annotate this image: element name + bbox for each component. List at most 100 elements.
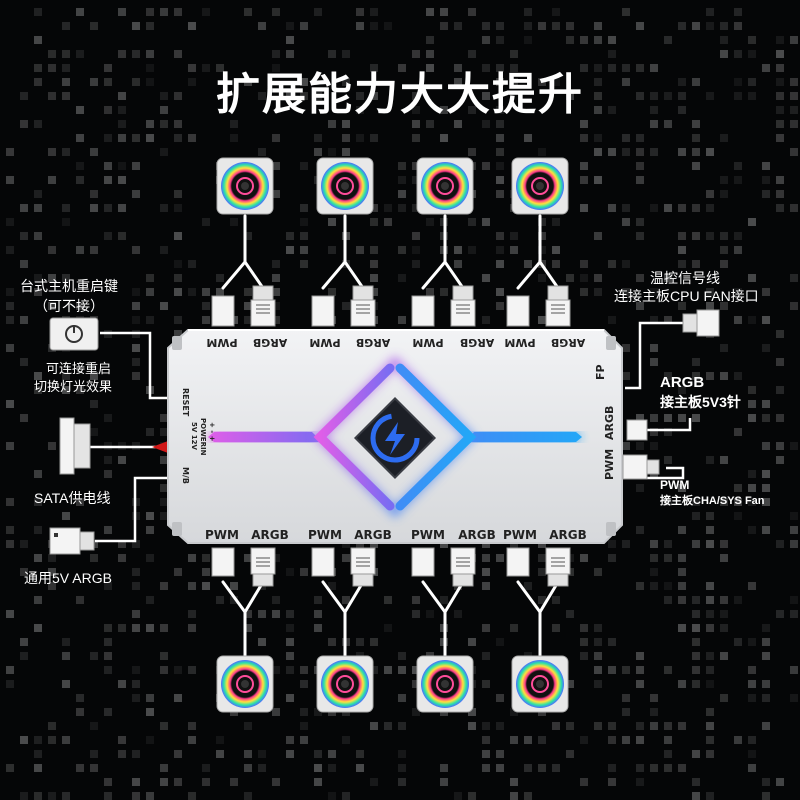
bg-square <box>636 274 644 282</box>
bg-square <box>244 792 252 800</box>
bg-square <box>104 64 112 72</box>
bg-square <box>62 372 70 380</box>
bg-square <box>286 666 294 674</box>
bg-square <box>580 162 588 170</box>
bg-square <box>678 232 686 240</box>
bg-square <box>258 610 266 618</box>
bg-square <box>608 666 616 674</box>
bg-square <box>692 120 700 128</box>
bg-square <box>286 92 294 100</box>
bg-square <box>34 498 42 506</box>
bg-square <box>244 610 252 618</box>
bg-square <box>342 736 350 744</box>
bg-square <box>412 680 420 688</box>
argb-connector-icon <box>450 547 476 575</box>
bg-square <box>62 92 70 100</box>
bg-square <box>720 540 728 548</box>
bg-square <box>188 582 196 590</box>
bg-square <box>188 260 196 268</box>
bg-square <box>510 232 518 240</box>
bg-square <box>454 246 462 254</box>
bg-square <box>6 610 14 618</box>
bg-square <box>762 190 770 198</box>
bg-square <box>6 148 14 156</box>
hub-corner-notches <box>172 336 616 536</box>
bg-square <box>20 638 28 646</box>
bg-square <box>258 148 266 156</box>
bg-square <box>468 218 476 226</box>
bg-square <box>650 442 658 450</box>
bg-square <box>62 64 70 72</box>
hub-top-port-5: PWM <box>412 336 443 349</box>
bg-square <box>104 708 112 716</box>
bg-square <box>748 526 756 534</box>
argb-connector-pins <box>551 304 565 314</box>
temp-signal-line-2: 连接主板CPU FAN接口 <box>614 288 759 304</box>
bg-square <box>356 246 364 254</box>
bg-square <box>272 554 280 562</box>
bg-square <box>706 204 714 212</box>
bg-square <box>48 442 56 450</box>
bg-square <box>510 624 518 632</box>
bg-square <box>48 554 56 562</box>
bg-square <box>776 442 784 450</box>
bg-square <box>496 78 504 86</box>
bg-square <box>174 50 182 58</box>
bg-square <box>776 540 784 548</box>
bg-square <box>706 288 714 296</box>
bg-square <box>20 792 28 800</box>
argb-connector-icon <box>350 299 376 327</box>
bg-square <box>300 232 308 240</box>
bg-square <box>692 750 700 758</box>
bg-square <box>104 204 112 212</box>
bg-square <box>790 92 798 100</box>
bg-square <box>650 106 658 114</box>
bg-square <box>510 64 518 72</box>
bg-square <box>692 498 700 506</box>
bg-square <box>510 792 518 800</box>
bg-square <box>244 8 252 16</box>
hub-top-port-7: PWM <box>504 336 535 349</box>
bg-square <box>440 764 448 772</box>
bg-square <box>426 288 434 296</box>
bg-square <box>538 218 546 226</box>
bg-square <box>244 554 252 562</box>
bg-square <box>622 288 630 296</box>
bg-square <box>720 596 728 604</box>
bg-square <box>174 694 182 702</box>
bg-square <box>146 624 154 632</box>
bg-square <box>566 22 574 30</box>
bg-square <box>90 78 98 86</box>
bg-square <box>636 484 644 492</box>
hub-bottom-port-6: ARGB <box>458 528 496 542</box>
bg-square <box>496 722 504 730</box>
bg-square <box>342 78 350 86</box>
bg-square <box>538 246 546 254</box>
bg-square <box>622 372 630 380</box>
bg-square <box>524 582 532 590</box>
bg-square <box>580 176 588 184</box>
bg-square <box>34 78 42 86</box>
bg-square <box>146 428 154 436</box>
bg-square <box>202 64 210 72</box>
bg-square <box>678 568 686 576</box>
bg-square <box>104 134 112 142</box>
bg-square <box>48 176 56 184</box>
bg-square <box>678 22 686 30</box>
bg-square <box>34 64 42 72</box>
bg-square <box>720 372 728 380</box>
pwm-connector-icon <box>411 547 435 577</box>
bg-square <box>286 638 294 646</box>
bg-square <box>314 148 322 156</box>
bg-square <box>6 666 14 674</box>
bg-square <box>608 260 616 268</box>
bg-square <box>300 92 308 100</box>
bg-square <box>118 204 126 212</box>
bg-square <box>104 106 112 114</box>
bg-square <box>650 344 658 352</box>
bg-square <box>664 750 672 758</box>
bg-square <box>650 148 658 156</box>
bg-square <box>552 260 560 268</box>
bg-square <box>734 316 742 324</box>
bottom-cable-argb-2 <box>343 580 365 614</box>
